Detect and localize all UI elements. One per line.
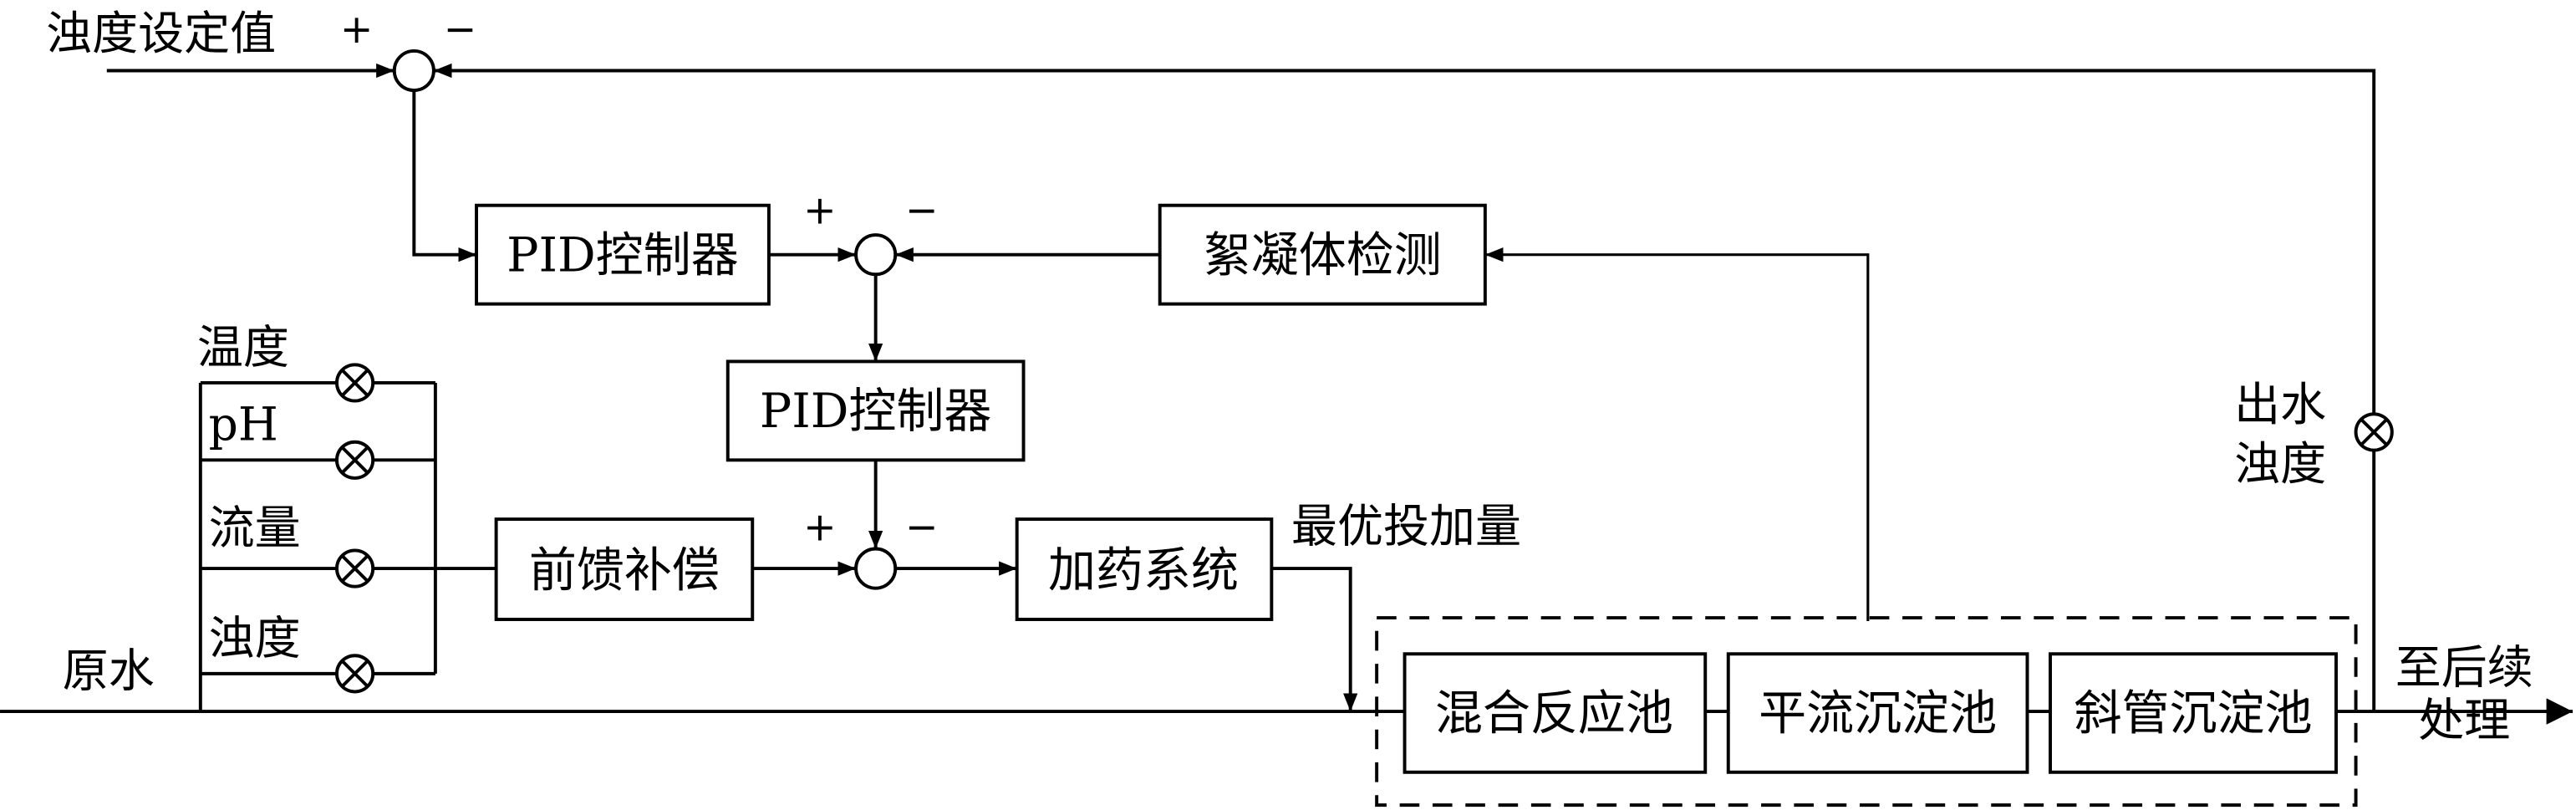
pid-inner-label: PID控制器 [760, 384, 992, 439]
feedforward-block [494, 517, 755, 621]
multiply-x-icon [340, 659, 369, 688]
outflow-label-2: 处理 [2418, 694, 2510, 747]
sensor-flow: 流量 [200, 502, 435, 588]
mixing-reaction-tank [1403, 652, 1708, 774]
effluent-feedback-line [433, 63, 2376, 712]
dose-to-tank-arrow [1271, 567, 1358, 712]
dosing-system-block [1015, 517, 1274, 621]
floc-detection-block [1158, 203, 1487, 306]
mixing-tank-label: 混合反应池 [1435, 686, 1673, 741]
sum2-plus-sign: + [803, 187, 837, 233]
horizontal-sedimentation-tank [1726, 652, 2029, 774]
sum1-minus-sign: − [444, 7, 477, 53]
inclined-tube-sedimentation-tank [2049, 652, 2338, 774]
pid-outer-label: PID控制器 [507, 227, 739, 283]
sum3-plus-sign: + [803, 505, 837, 551]
horizontal-tank-label: 平流沉淀池 [1759, 686, 1997, 741]
effluent-label-2: 浊度 [2234, 437, 2326, 491]
outflow-label-1: 至后续 [2395, 641, 2533, 695]
sum2-minus-sign: − [905, 187, 939, 233]
feedforward-label: 前馈补偿 [529, 543, 720, 599]
dosing-system-label: 加药系统 [1048, 543, 1239, 599]
multiply-x-icon [340, 368, 369, 398]
sensor-ph: pH [200, 398, 435, 480]
effluent-label-1: 出水 [2234, 378, 2326, 431]
summing-junction-2 [854, 233, 898, 277]
optimal-dose-label: 最优投加量 [1291, 500, 1521, 553]
sensor-turbidity: 浊度 [200, 611, 435, 694]
sum3-minus-sign: − [905, 505, 939, 551]
sensor-label: 温度 [197, 320, 289, 374]
treatment-process-group [1375, 616, 2358, 807]
raw-water-label: 原水 [63, 644, 155, 698]
sum1-plus-sign: + [340, 7, 374, 53]
sensor-temperature: 温度 [197, 320, 435, 403]
sum1-to-pid-arrow [412, 90, 477, 262]
sensor-label: 浊度 [209, 611, 301, 665]
effluent-sensor-x-icon [2360, 417, 2389, 447]
tank-to-floc-arrow [1484, 247, 1870, 621]
multiply-x-icon [340, 446, 369, 475]
setpoint-label: 浊度设定值 [46, 7, 276, 60]
summing-junction-3 [854, 547, 898, 590]
sensor-label: pH [209, 398, 278, 451]
summing-junction-1 [392, 48, 435, 93]
inclined-tank-label: 斜管沉淀池 [2075, 686, 2313, 741]
sensor-label: 流量 [209, 502, 301, 555]
multiply-x-icon [340, 553, 369, 583]
pid-controller-outer [475, 203, 771, 306]
floc-detection-label: 絮凝体检测 [1204, 227, 1442, 283]
